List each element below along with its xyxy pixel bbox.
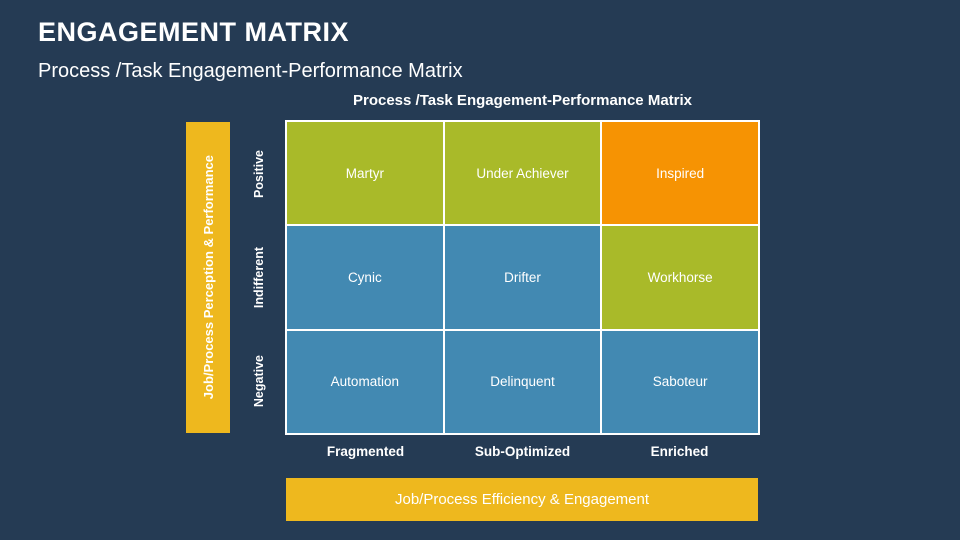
row-label-text: Negative <box>251 355 266 408</box>
col-label-fragmented: Fragmented <box>326 444 405 459</box>
matrix-grid: Martyr Under Achiever Inspired Cynic Dri… <box>285 120 760 435</box>
matrix-title: Process /Task Engagement-Performance Mat… <box>352 92 693 109</box>
x-axis-label-bar: Job/Process Efficiency & Engagement <box>286 478 758 521</box>
x-axis-categories: Fragmented Sub-Optimized Enriched <box>287 444 758 459</box>
matrix-cell-martyr: Martyr <box>287 122 443 225</box>
matrix-cell-automation: Automation <box>287 330 443 433</box>
y-axis-categories: Positive Indifferent Negative <box>231 122 286 433</box>
slide-subtitle: Process /Task Engagement-Performance Mat… <box>38 60 463 82</box>
matrix-cell-workhorse: Workhorse <box>602 226 758 329</box>
row-label-text: Positive <box>251 149 266 198</box>
y-axis-label: Job/Process Perception & Performance <box>200 155 216 400</box>
row-label-text: Indifferent <box>251 246 266 309</box>
matrix-cell-delinquent: Delinquent <box>444 330 601 433</box>
matrix-cell-under-achiever: Under Achiever <box>444 122 601 225</box>
row-label-positive: Positive <box>231 122 286 226</box>
matrix-cell-saboteur: Saboteur <box>602 330 758 433</box>
matrix-cell-inspired: Inspired <box>602 122 758 225</box>
slide-title: ENGAGEMENT MATRIX <box>38 17 349 47</box>
matrix-cell-drifter: Drifter <box>444 226 601 329</box>
row-label-negative: Negative <box>231 329 286 433</box>
col-label-enriched: Enriched <box>650 444 709 459</box>
x-axis-label: Job/Process Efficiency & Engagement <box>394 491 650 508</box>
matrix-cell-cynic: Cynic <box>287 226 443 329</box>
col-label-sub-optimized: Sub-Optimized <box>474 444 571 459</box>
y-axis-label-bar: Job/Process Perception & Performance <box>186 122 230 433</box>
row-label-indifferent: Indifferent <box>231 226 286 330</box>
